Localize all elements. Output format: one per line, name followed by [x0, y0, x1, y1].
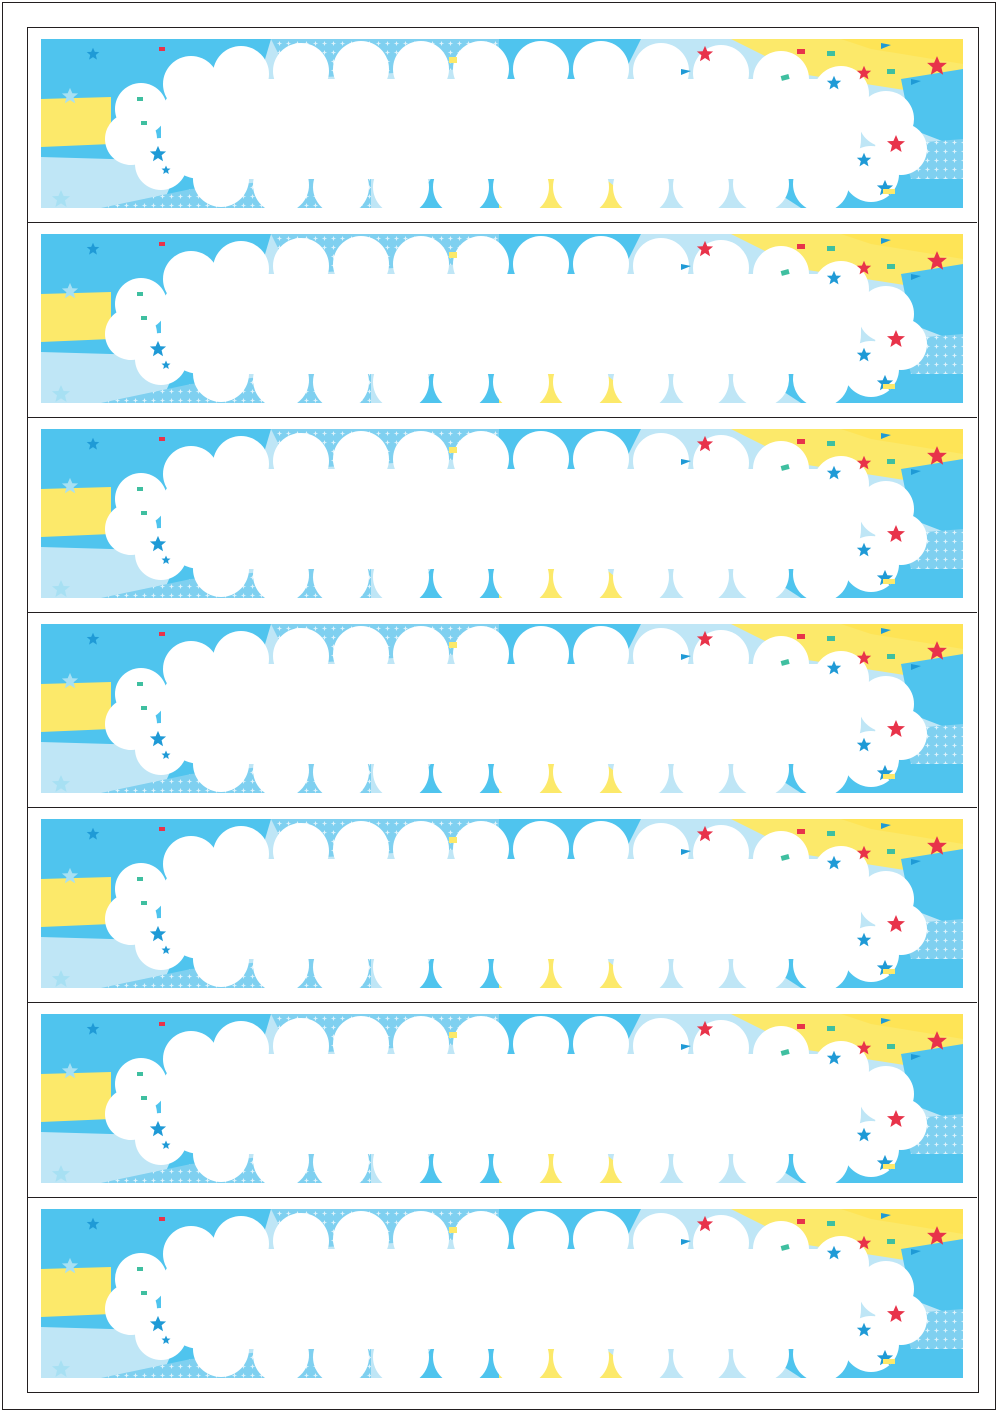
name-label-2[interactable]	[28, 223, 977, 418]
label-text[interactable]	[208, 673, 798, 743]
name-label-6[interactable]	[28, 1003, 977, 1198]
label-sheet	[27, 27, 979, 1393]
name-label-4[interactable]	[28, 613, 977, 808]
name-label-1[interactable]	[28, 28, 977, 223]
label-text[interactable]	[208, 1063, 798, 1133]
name-label-5[interactable]	[28, 808, 977, 1003]
label-text[interactable]	[208, 478, 798, 548]
name-label-3[interactable]	[28, 418, 977, 613]
label-text[interactable]	[208, 868, 798, 938]
label-text[interactable]	[208, 283, 798, 353]
label-text[interactable]	[208, 1258, 798, 1328]
name-label-7[interactable]	[28, 1198, 977, 1393]
label-text[interactable]	[208, 88, 798, 158]
